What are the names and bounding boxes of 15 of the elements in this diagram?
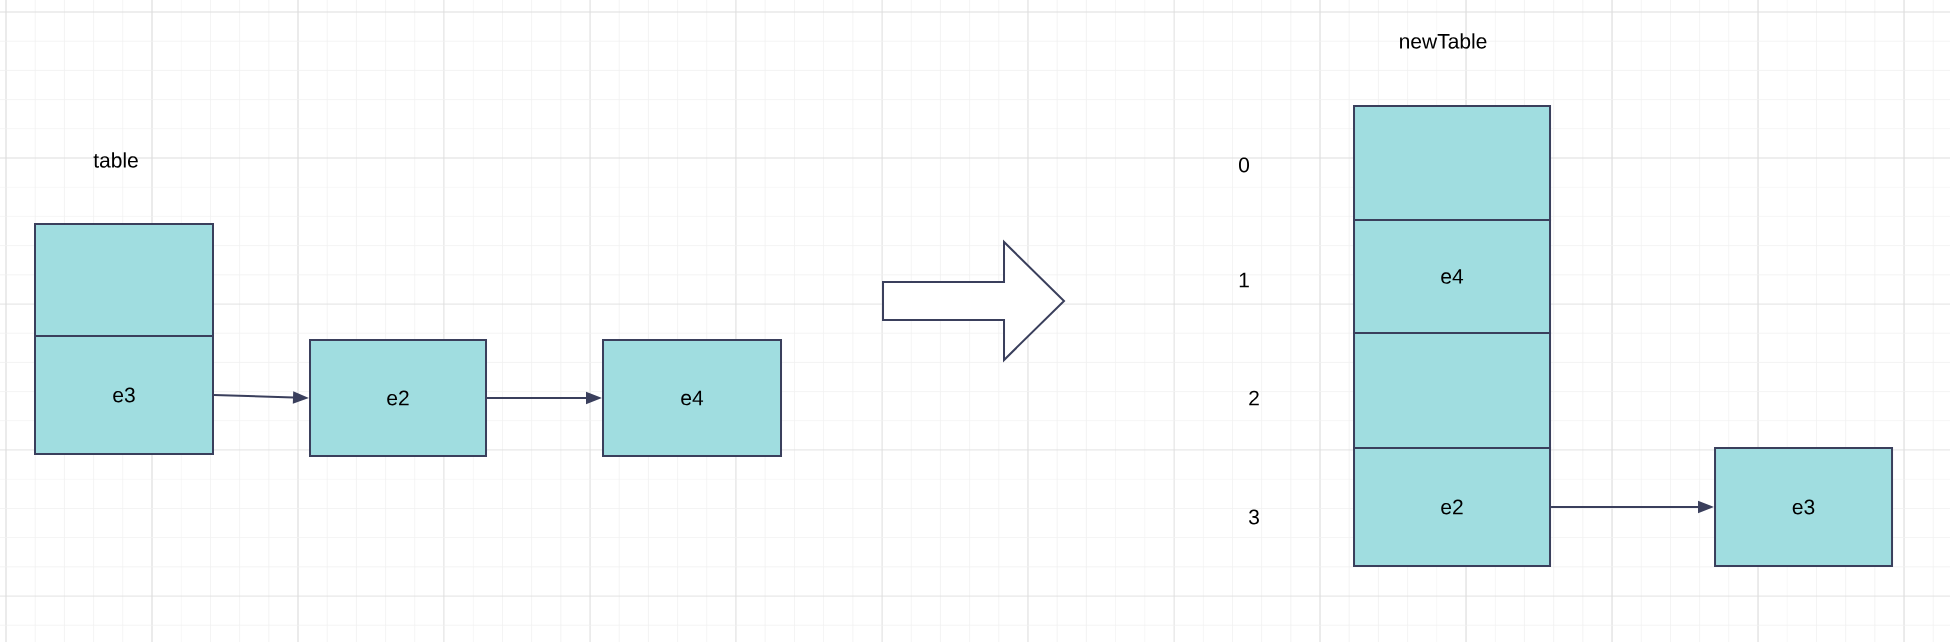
table-cell: e4: [1353, 219, 1552, 334]
index-label: 3: [1249, 509, 1259, 525]
element-box: e2: [309, 339, 487, 457]
table-cell: [1353, 332, 1552, 449]
table-label: table: [93, 152, 138, 168]
table-cell: e3: [34, 335, 214, 455]
index-label: 2: [1249, 390, 1259, 406]
index-label: 0: [1239, 157, 1250, 173]
element-box: e4: [602, 339, 782, 457]
index-label: 1: [1239, 272, 1249, 288]
table-cell: e2: [1353, 447, 1552, 567]
table-cell: [1353, 105, 1552, 221]
table-cell: [34, 223, 214, 337]
table-label: newTable: [1400, 33, 1487, 49]
element-box: e3: [1714, 447, 1894, 567]
